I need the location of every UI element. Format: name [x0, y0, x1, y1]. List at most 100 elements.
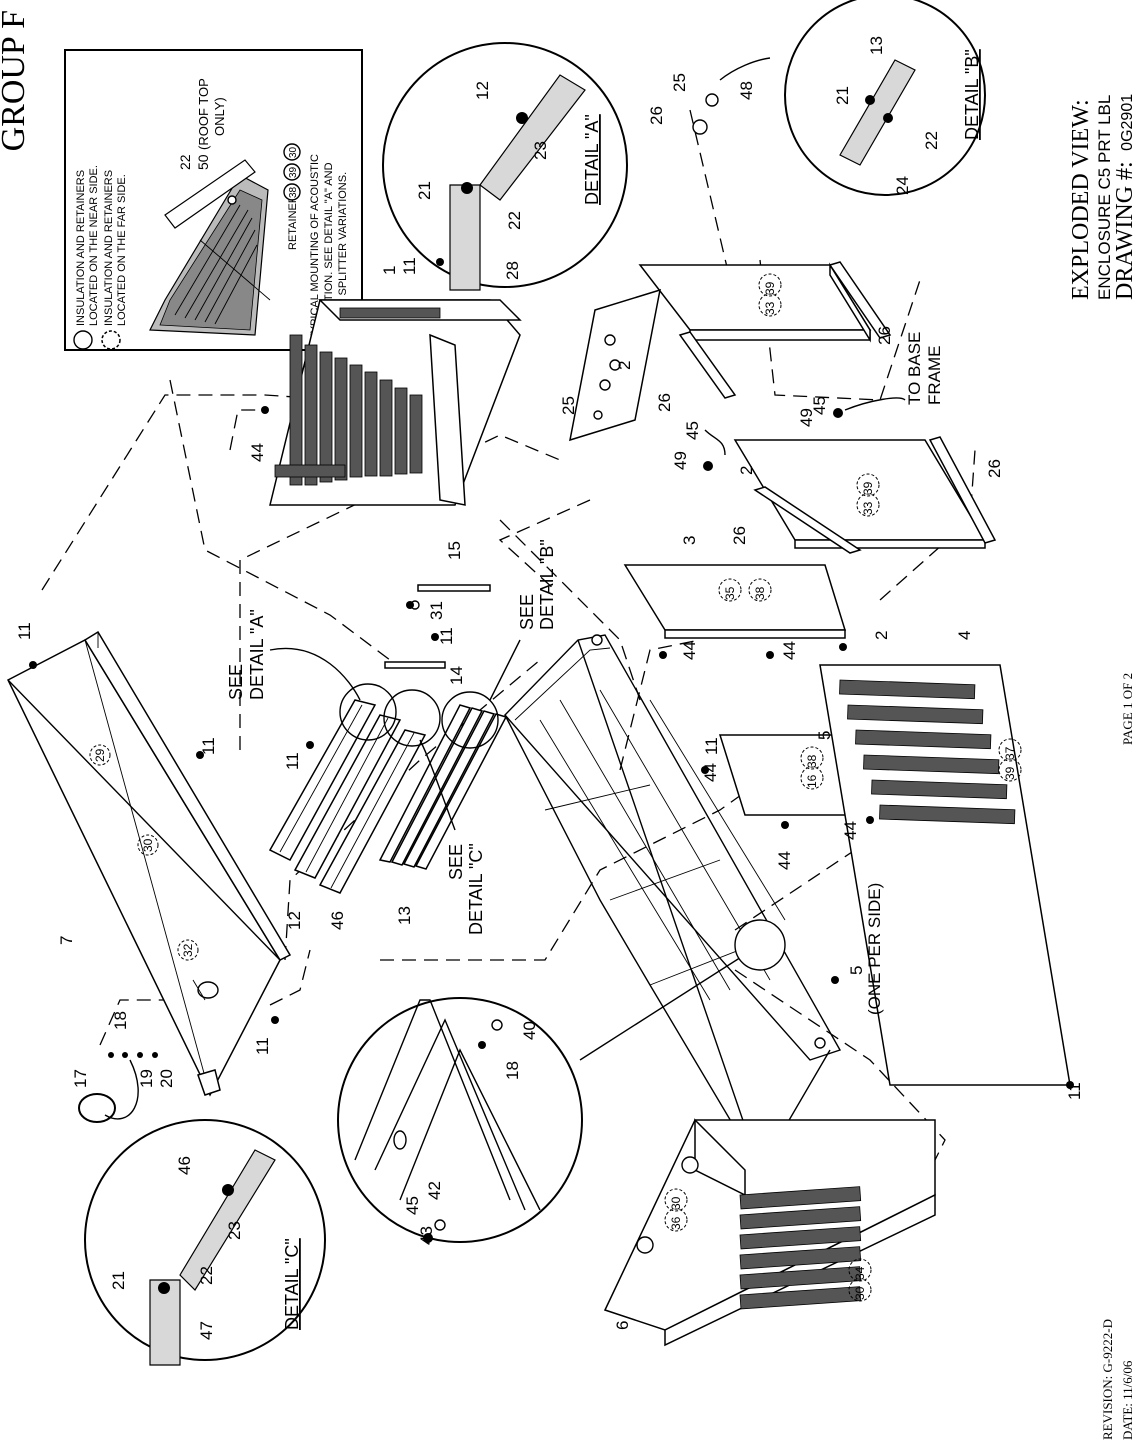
svg-text:21: 21	[415, 181, 434, 200]
group-label: GROUP F	[0, 10, 32, 151]
part-callouts: 1 2 2 2 3 4 5 5 6 7 11 11 11 11 11 11 11…	[15, 73, 1084, 1330]
svg-text:26: 26	[647, 106, 666, 125]
front-louver-panel-6	[603, 1118, 936, 1347]
svg-text:SEE: SEE	[226, 664, 246, 700]
roof-panel	[7, 630, 292, 1097]
svg-text:18: 18	[503, 1061, 522, 1080]
see-detail-c: SEE DETAIL "C"	[383, 689, 486, 935]
svg-text:22: 22	[197, 1266, 216, 1285]
legend-callout-50: 50	[195, 154, 211, 170]
svg-text:2: 2	[872, 631, 891, 640]
svg-text:INSULATION. SEE DETAIL "A" AND: INSULATION. SEE DETAIL "A" AND	[323, 162, 335, 340]
svg-text:33: 33	[861, 501, 875, 515]
svg-text:32: 32	[181, 943, 195, 957]
see-detail-a: SEE DETAIL "A"	[226, 609, 397, 741]
revision-text: REVISION: G-9222-D	[1100, 1319, 1115, 1440]
svg-text:30: 30	[853, 1286, 867, 1300]
svg-text:49: 49	[797, 408, 816, 427]
svg-text:46: 46	[175, 1156, 194, 1175]
svg-text:26: 26	[985, 459, 1004, 478]
svg-text:44: 44	[841, 821, 860, 840]
svg-text:20: 20	[157, 1069, 176, 1088]
title-line-2: ENCLOSURE C5 PRT LBL	[1095, 95, 1114, 300]
one-per-side-note: (ONE PER SIDE)	[865, 883, 884, 1015]
svg-text:15: 15	[445, 541, 464, 560]
svg-text:1: 1	[380, 266, 399, 275]
title-line-1: EXPLODED VIEW:	[1068, 99, 1094, 300]
svg-text:44: 44	[775, 851, 794, 870]
svg-text:38: 38	[805, 754, 819, 768]
detail-a-callouts: 12 21 22 23 28	[415, 81, 550, 280]
bolt-detail-circle	[337, 919, 786, 1243]
svg-text:26: 26	[875, 326, 894, 345]
svg-text:48: 48	[737, 81, 756, 100]
svg-text:39: 39	[288, 166, 299, 178]
to-base-frame-note-2: FRAME	[925, 346, 944, 406]
svg-text:28: 28	[503, 261, 522, 280]
svg-text:11: 11	[702, 737, 721, 755]
svg-text:49: 49	[671, 451, 690, 470]
svg-text:INSULATION AND RETAINERS: INSULATION AND RETAINERS	[75, 170, 87, 326]
far-side-symbol	[101, 330, 121, 350]
svg-text:44: 44	[701, 763, 720, 782]
svg-text:5: 5	[847, 966, 866, 975]
svg-text:11: 11	[253, 1037, 272, 1055]
svg-text:5: 5	[815, 731, 834, 740]
svg-text:36: 36	[669, 1216, 683, 1230]
svg-text:47: 47	[197, 1321, 216, 1340]
side-panel-3	[623, 564, 847, 639]
svg-text:LOCATED ON THE FAR SIDE.: LOCATED ON THE FAR SIDE.	[116, 174, 128, 326]
svg-text:43: 43	[417, 1226, 436, 1245]
small-bars	[384, 584, 491, 669]
svg-text:13: 13	[395, 906, 414, 925]
svg-text:7: 7	[57, 936, 76, 945]
svg-text:ONLY): ONLY)	[212, 97, 227, 136]
svg-text:6: 6	[613, 1321, 632, 1330]
svg-text:TYPICAL MOUNTING OF ACOUSTIC: TYPICAL MOUNTING OF ACOUSTIC	[309, 154, 321, 340]
svg-text:39: 39	[861, 481, 875, 495]
svg-text:38: 38	[288, 186, 299, 198]
svg-text:GROUP F: GROUP F	[0, 10, 32, 151]
svg-text:25: 25	[559, 396, 578, 415]
see-detail-b: SEE DETAIL "B"	[441, 539, 557, 749]
svg-text:26: 26	[730, 526, 749, 545]
svg-text:44: 44	[680, 641, 699, 660]
insulation-ref-bubbles: 29 30 32 30 36 30 34 16 38 35 38 39 37 3…	[89, 273, 1022, 1302]
detail-b-title: DETAIL "B"	[962, 49, 982, 140]
svg-text:26: 26	[655, 393, 674, 412]
svg-text:11: 11	[199, 737, 218, 755]
svg-text:DETAIL "B": DETAIL "B"	[537, 539, 557, 630]
svg-text:34: 34	[853, 1266, 867, 1280]
bolt-detail-callouts: 18 40 42 43 45	[403, 1021, 539, 1245]
svg-text:46: 46	[328, 911, 347, 930]
legend-box: INSULATION AND RETAINERS LOCATED ON THE …	[64, 49, 363, 351]
door-louvers	[839, 679, 1016, 825]
page-label: PAGE 1 OF 2	[1120, 673, 1135, 745]
svg-text:17: 17	[71, 1069, 90, 1088]
svg-text:RETAINER: RETAINER	[287, 195, 299, 250]
svg-text:12: 12	[473, 81, 492, 100]
svg-text:30: 30	[288, 146, 299, 158]
svg-text:38: 38	[753, 586, 767, 600]
svg-text:42: 42	[425, 1181, 444, 1200]
svg-text:22: 22	[505, 211, 524, 230]
legend-callout-22: 22	[177, 154, 193, 170]
detail-a-circle	[382, 42, 628, 291]
svg-text:35: 35	[723, 586, 737, 600]
svg-text:45: 45	[810, 396, 829, 415]
svg-text:2: 2	[737, 466, 756, 475]
retainer-refs: 38 39 30	[283, 143, 301, 201]
svg-text:33: 33	[763, 301, 777, 315]
detail-c-callouts: 21 22 23 46 47	[109, 1156, 244, 1340]
svg-text:11: 11	[1065, 1082, 1084, 1100]
svg-text:29: 29	[93, 748, 107, 762]
svg-text:16: 16	[805, 774, 819, 788]
svg-text:45: 45	[403, 1196, 422, 1215]
svg-text:SEE: SEE	[446, 844, 466, 880]
svg-text:INSULATION AND RETAINERS: INSULATION AND RETAINERS	[103, 170, 115, 326]
lifting-eye-17	[78, 1052, 158, 1123]
detail-b-circle	[784, 0, 986, 196]
svg-text:25: 25	[670, 73, 689, 92]
drawing-title-block: EXPLODED VIEW: ENCLOSURE C5 PRT LBL DRAW…	[1068, 94, 1138, 300]
